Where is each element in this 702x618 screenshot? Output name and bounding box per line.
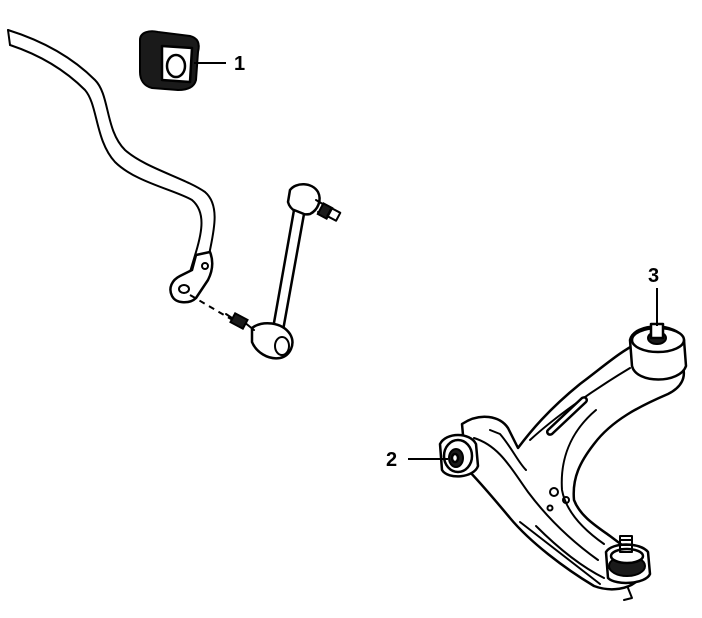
rear-bushing-part-3 <box>628 288 688 381</box>
stabilizer-bushing-part-1 <box>139 30 226 92</box>
front-bushing-part-2 <box>408 433 480 478</box>
stabilizer-link <box>225 183 342 360</box>
callout-number-1: 1 <box>234 53 245 75</box>
stabilizer-bar <box>7 29 216 304</box>
lower-control-arm <box>460 340 686 601</box>
callout-number-3: 3 <box>648 265 659 287</box>
callout-number-2: 2 <box>386 449 397 471</box>
assembly-line <box>189 294 237 323</box>
